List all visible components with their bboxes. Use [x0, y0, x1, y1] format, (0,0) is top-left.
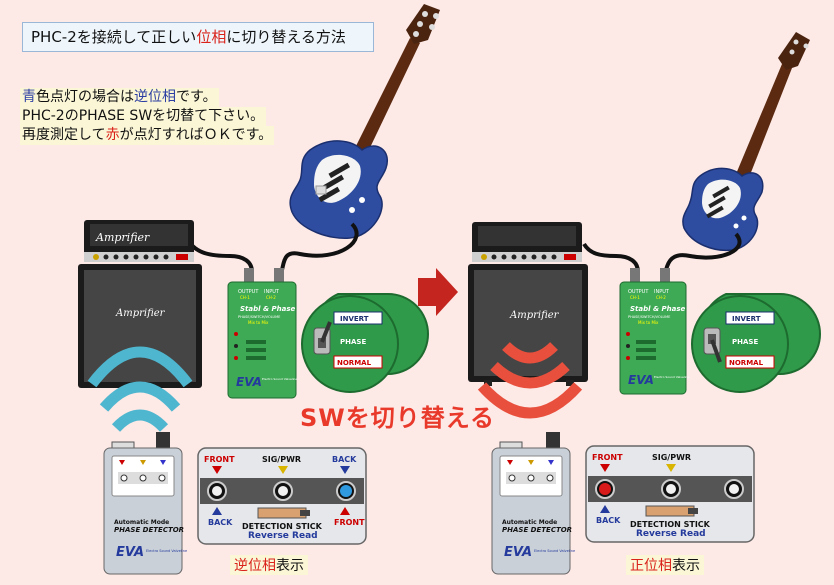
stick-sig-label: SIG/PWR [262, 455, 301, 464]
detection-stick: FRONT SIG/PWR BACK BACK FRONT DETECTION … [197, 447, 367, 545]
zoom-phase-label: PHASE [340, 338, 366, 346]
stick-name: DETECTION STICK [630, 520, 711, 529]
stick-front-label: FRONT [204, 455, 235, 464]
left-caption: 逆位相表示 [230, 555, 308, 575]
pedal-output-label: OUTPUT [628, 289, 649, 295]
pedal-input-ch: CH-2 [266, 295, 276, 300]
eva-logo-sub: Electro Sound Valveline [262, 377, 297, 381]
detector-eva-logo: EVA [116, 545, 144, 560]
red-waves [477, 341, 583, 419]
pedal-input-label: INPUT [654, 289, 670, 295]
stick-back-label: BACK [596, 516, 621, 525]
pedal-sub2: Mix to Mix [638, 320, 659, 325]
detector-title: PHASE DETECTOR [502, 526, 572, 534]
electric-guitar-icon [682, 32, 810, 252]
stick-back-label: BACK [332, 455, 357, 464]
eva-logo-sub: Electro Sound Valveline [654, 375, 689, 379]
pedal-output-label: OUTPUT [238, 289, 259, 295]
stick-front-label: FRONT [592, 453, 623, 462]
electric-guitar-icon [289, 4, 440, 239]
pedal-output-ch: CH-1 [630, 295, 640, 300]
right-arrow-icon [418, 268, 458, 316]
pedal-input-label: INPUT [264, 289, 280, 295]
cab-label: Amprifier [115, 308, 166, 319]
pedal-brand: Stabl & Phase [240, 305, 296, 313]
instruction-line-3: 再度測定して赤が点灯すればＯＫです。 [20, 126, 275, 145]
eva-logo: EVA [236, 375, 262, 389]
phase-detector: Automatic Mode PHASE DETECTOR EVA Electr… [103, 432, 187, 575]
zoom-normal-label: NORMAL [729, 359, 764, 367]
stick-back-label-2: BACK [208, 518, 233, 527]
amp-head-label: Amprifier [95, 231, 150, 244]
detection-stick: FRONT SIG/PWR BACK DETECTION STICK Rever… [585, 445, 755, 543]
blue-waves [87, 346, 193, 432]
instruction-line-2: PHC-2のPHASE SWを切替て下さい。 [20, 107, 267, 126]
zoom-invert-label: INVERT [732, 315, 761, 323]
detector-eva-logo: EVA [504, 545, 532, 560]
zoom-phase-label: PHASE [732, 338, 758, 346]
detector-title: PHASE DETECTOR [114, 526, 184, 534]
phase-switch-zoom: INVERT PHASE NORMAL [691, 293, 821, 393]
zoom-invert-label: INVERT [340, 315, 369, 323]
stick-sub: Reverse Read [248, 531, 318, 541]
stick-name: DETECTION STICK [242, 522, 323, 531]
switch-instruction: SWを切り替える [300, 404, 496, 432]
eva-logo: EVA [628, 373, 654, 387]
right-caption: 正位相表示 [626, 555, 704, 575]
pedal-brand: Stabl & Phase [630, 305, 686, 313]
stick-sub: Reverse Read [636, 529, 706, 539]
pedal-input-ch: CH-2 [656, 295, 666, 300]
cab-label: Amprifier [509, 310, 560, 321]
phc2-pedal: OUTPUT INPUT CH-1 CH-2 Stabl & Phase PHA… [227, 268, 297, 399]
phc2-pedal: OUTPUT INPUT CH-1 CH-2 Stabl & Phase PHA… [619, 268, 689, 395]
speaker-cabinet: Amprifier [468, 264, 588, 386]
zoom-normal-label: NORMAL [337, 359, 372, 367]
detector-eva-sub: Electro Sound Valveline [534, 549, 575, 553]
amplifier-head: Amprifier [84, 220, 194, 262]
pedal-sub: PHASE/SWITCH/VOLUME [628, 315, 670, 319]
phase-switch-zoom: INVERT PHASE NORMAL [301, 293, 429, 393]
amplifier-head [472, 222, 582, 262]
phase-detector: Automatic Mode PHASE DETECTOR EVA Electr… [491, 432, 575, 575]
pedal-sub: PHASE/SWITCH/VOLUME [238, 315, 280, 319]
detector-mode-label: Automatic Mode [114, 519, 169, 526]
instruction-line-1: 青色点灯の場合は逆位相です。 [20, 88, 219, 107]
instructions: 青色点灯の場合は逆位相です。 PHC-2のPHASE SWを切替て下さい。 再度… [20, 88, 275, 145]
detector-mode-label: Automatic Mode [502, 519, 557, 526]
pedal-output-ch: CH-1 [240, 295, 250, 300]
stick-front-label-2: FRONT [334, 518, 365, 527]
speaker-cabinet: Amprifier [78, 264, 202, 388]
stick-sig-label: SIG/PWR [652, 453, 691, 462]
page-title: PHC-2を接続して正しい位相に切り替える方法 [22, 22, 374, 52]
pedal-sub2: Mix to Mix [248, 320, 269, 325]
detector-eva-sub: Electro Sound Valveline [146, 549, 187, 553]
